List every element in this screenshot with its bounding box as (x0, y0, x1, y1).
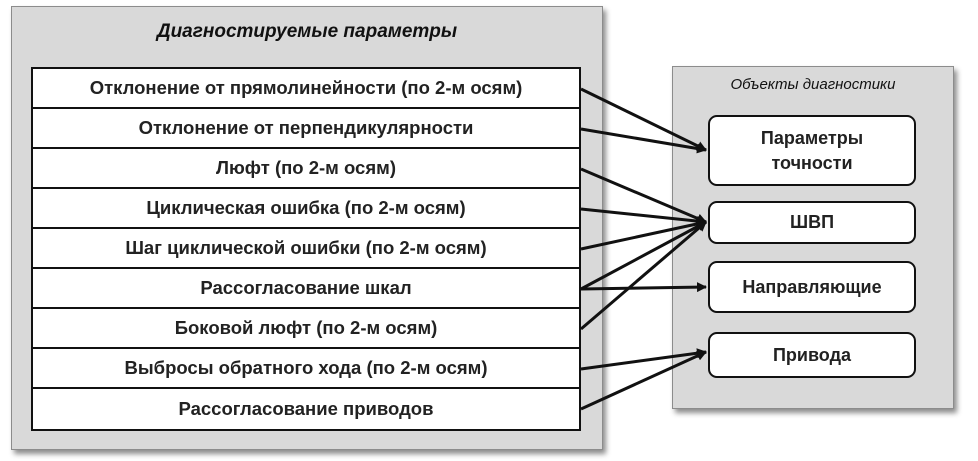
object-label: Привода (772, 344, 852, 365)
object-label: Параметры точности (760, 128, 864, 173)
diagnosed-parameters-title: Диагностируемые параметры (156, 21, 458, 42)
object-box: Направляющие (708, 261, 916, 313)
parameter-item: Шаг циклической ошибки (по 2-м осям) (33, 229, 579, 269)
object-box: Привода (708, 332, 916, 378)
parameter-item: Отклонение от перпендикулярности (33, 109, 579, 149)
parameter-item: Отклонение от прямолинейности (по 2-м ос… (33, 69, 579, 109)
parameter-item: Циклическая ошибка (по 2-м осям) (33, 189, 579, 229)
parameter-item: Люфт (по 2-м осям) (33, 149, 579, 189)
object-box: Параметры точности (708, 115, 916, 186)
object-label: ШВП (789, 212, 835, 233)
parameter-item: Выбросы обратного хода (по 2-м осям) (33, 349, 579, 389)
diagnosed-parameters-list: Отклонение от прямолинейности (по 2-м ос… (31, 67, 581, 431)
parameter-item: Рассогласование приводов (178, 398, 434, 419)
object-box: ШВП (708, 201, 916, 244)
diagnostic-objects-title: Объекты диагностики (730, 76, 896, 93)
object-label: Направляющие (742, 276, 882, 297)
parameter-item: Боковой люфт (по 2-м осям) (33, 309, 579, 349)
parameter-item: Рассогласование шкал (33, 269, 579, 309)
